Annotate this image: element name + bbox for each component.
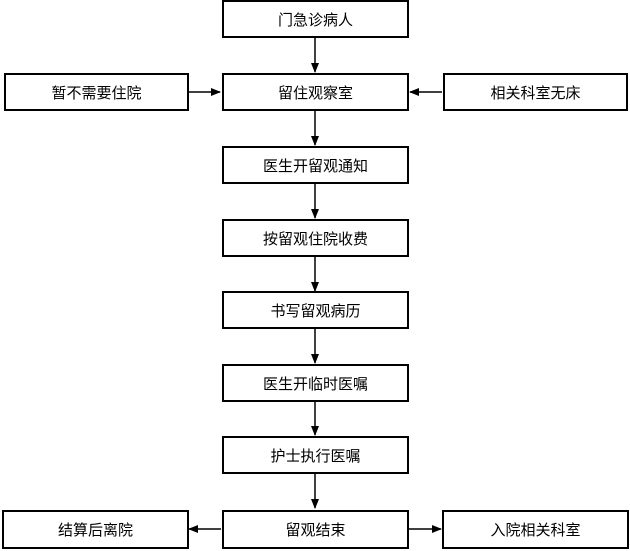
node-charge-by-inpatient-label: 按留观住院收费 xyxy=(262,229,368,248)
node-write-records-label: 书写留观病历 xyxy=(270,301,361,320)
node-doctor-issues-notice: 医生开留观通知 xyxy=(222,146,409,184)
node-settle-and-leave: 结算后离院 xyxy=(2,510,189,549)
node-observation-room-label: 留住观察室 xyxy=(277,83,353,102)
node-observation-end: 留观结束 xyxy=(222,510,409,549)
node-nurse-executes: 护士执行医嘱 xyxy=(222,436,409,474)
node-write-records: 书写留观病历 xyxy=(222,291,409,329)
node-observation-room: 留住观察室 xyxy=(222,73,409,111)
node-doctor-temp-orders: 医生开临时医嘱 xyxy=(222,364,409,402)
node-no-bed-in-dept-label: 相关科室无床 xyxy=(490,83,581,102)
node-no-admission-needed: 暂不需要住院 xyxy=(4,73,189,111)
node-no-admission-needed-label: 暂不需要住院 xyxy=(51,83,142,102)
node-admit-to-dept-label: 入院相关科室 xyxy=(490,521,581,539)
node-doctor-temp-orders-label: 医生开临时医嘱 xyxy=(262,374,368,393)
node-doctor-issues-notice-label: 医生开留观通知 xyxy=(262,156,368,175)
node-nurse-executes-label: 护士执行医嘱 xyxy=(270,446,361,465)
node-observation-end-label: 留观结束 xyxy=(285,521,346,539)
node-no-bed-in-dept: 相关科室无床 xyxy=(443,73,628,111)
node-outpatient-emergency: 门急诊病人 xyxy=(222,0,409,38)
node-settle-and-leave-label: 结算后离院 xyxy=(57,521,133,539)
node-charge-by-inpatient: 按留观住院收费 xyxy=(222,219,409,257)
node-outpatient-emergency-label: 门急诊病人 xyxy=(277,10,353,29)
node-admit-to-dept: 入院相关科室 xyxy=(442,510,629,549)
